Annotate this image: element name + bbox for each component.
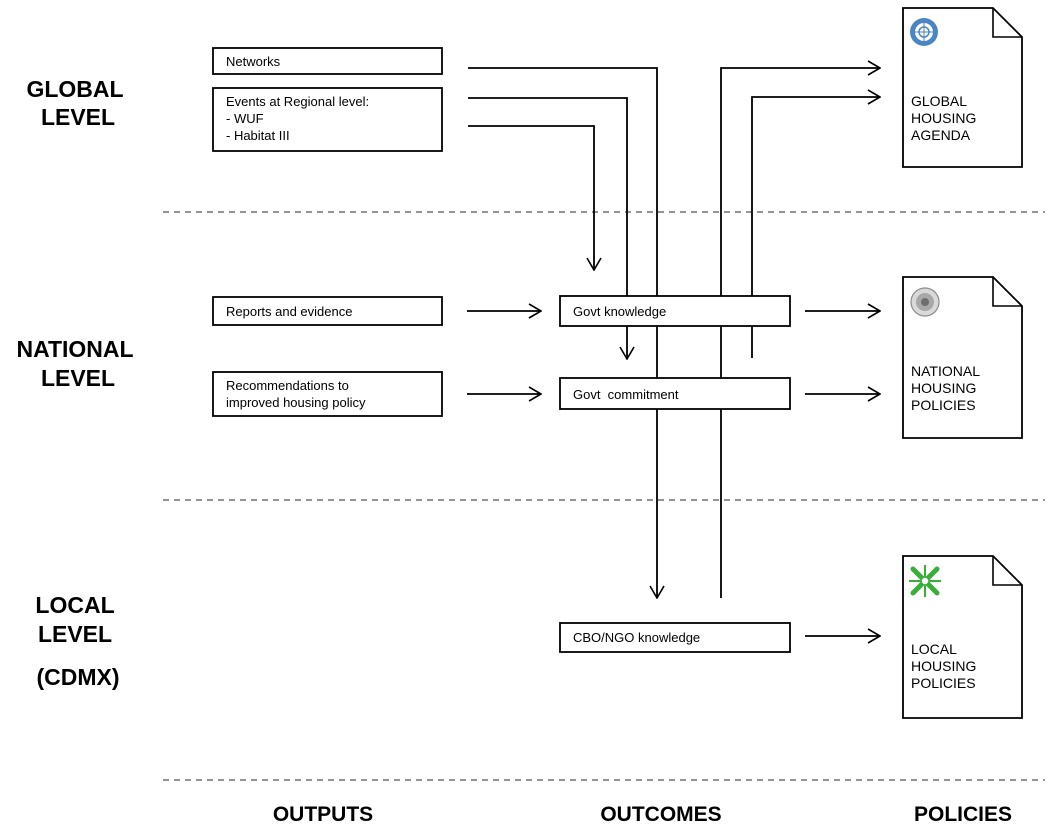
column-label-outcomes: OUTCOMES	[600, 803, 721, 826]
svg-text:Recommendations to impro: Recommendations to improved housing poli…	[226, 378, 366, 410]
svg-text:CBO/NGO knowledge: CBO/NGO knowledge	[573, 630, 700, 645]
svg-text:Events at Regional level:: Events at Regional level: - WUF - Habita…	[226, 94, 373, 143]
arrow-local-to-global-agenda	[720, 68, 880, 598]
svg-text:GLOBAL HOUSING AGE: GLOBAL HOUSING AGENDA	[911, 93, 980, 143]
level-label-global: GLOBAL LEVEL	[26, 76, 129, 130]
svg-text:Govt knowledge: Govt knowledge	[573, 304, 666, 319]
column-label-outputs: OUTPUTS	[273, 803, 373, 826]
level-label-national: NATIONAL LEVEL	[16, 336, 139, 391]
arrow-events-to-commitment	[468, 97, 627, 359]
output-box-events: Events at Regional level: - WUF - Habita…	[212, 87, 443, 152]
arrow-events-to-national	[468, 125, 594, 270]
policy-document-national: NATIONAL HOUSING POLICIES	[902, 276, 1023, 439]
output-box-recommendations: Recommendations to improved housing poli…	[212, 371, 443, 417]
svg-text:LOCAL HOUSING POLI: LOCAL HOUSING POLICIES	[911, 641, 980, 691]
arrow-national-to-global-agenda	[751, 97, 880, 358]
output-box-networks: Networks	[212, 47, 443, 75]
outcome-box-cbo-ngo-knowledge: CBO/NGO knowledge	[559, 622, 791, 653]
connector-lines	[467, 68, 880, 636]
policy-document-global: GLOBAL HOUSING AGENDA	[902, 7, 1023, 168]
level-label-local: LOCAL LEVEL (CDMX)	[35, 592, 120, 690]
outcome-box-govt-commitment: Govt commitment	[559, 377, 791, 410]
un-emblem-icon	[910, 18, 938, 46]
svg-text:NATIONAL HOUSING P: NATIONAL HOUSING POLICIES	[911, 363, 983, 413]
output-box-reports: Reports and evidence	[212, 296, 443, 326]
svg-text:Govt commitment: Govt commitment	[573, 387, 679, 402]
svg-text:Reports and evidence: Reports and evidence	[226, 304, 352, 319]
outcome-box-govt-knowledge: Govt knowledge	[559, 295, 791, 327]
cdmx-logo-icon	[909, 565, 941, 597]
arrow-networks-to-local	[468, 67, 657, 598]
column-label-policies: POLICIES	[914, 803, 1012, 826]
svg-text:Networks: Networks	[226, 54, 281, 69]
policy-document-local: LOCAL HOUSING POLICIES	[902, 555, 1023, 719]
mexico-coat-of-arms-icon	[910, 287, 940, 317]
